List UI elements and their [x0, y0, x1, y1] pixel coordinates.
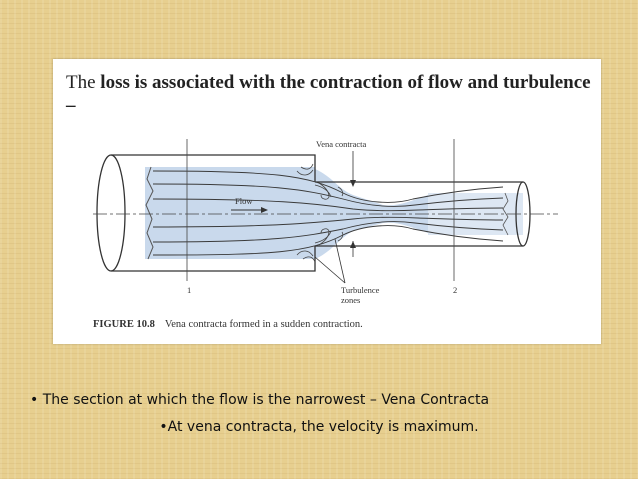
flow-arrow	[231, 207, 268, 213]
vena-contracta-diagram: Flow Vena contracta Turbulence zones 1 2	[93, 139, 558, 305]
caption-number: FIGURE 10.8	[93, 319, 155, 330]
small-pipe-fill	[428, 193, 523, 235]
caption-text: Vena contracta formed in a sudden contra…	[164, 319, 363, 330]
vena-contracta-arrow-top	[350, 180, 356, 187]
heading-bold: loss is associated with the contraction …	[100, 72, 591, 93]
bullet-vena-contracta: • The section at which the flow is the n…	[30, 392, 490, 408]
large-pipe-fill	[145, 167, 315, 259]
section-2-label: 2	[453, 285, 457, 295]
zones-label: zones	[341, 295, 360, 305]
fluid-torn-edge	[145, 166, 154, 260]
vena-contracta-label: Vena contracta	[316, 139, 366, 149]
flow-label: Flow	[235, 196, 253, 206]
fluid-torn-edge-right	[502, 192, 509, 236]
figure-caption: FIGURE 10.8 Vena contracta formed in a su…	[93, 319, 363, 330]
heading-lead: The	[66, 72, 101, 93]
turbulence-label: Turbulence	[341, 285, 380, 295]
turbulence-eddies	[296, 163, 344, 263]
turbulence-leaders	[314, 238, 346, 284]
large-pipe-outline	[96, 154, 523, 272]
bullet-max-velocity: •At vena contracta, the velocity is maxi…	[159, 419, 479, 435]
streamlines	[152, 170, 504, 256]
heading-dash: –	[66, 95, 76, 116]
slide-heading: The loss is associated with the contract…	[66, 71, 596, 117]
figure-panel: The loss is associated with the contract…	[53, 59, 601, 344]
section-1-label: 1	[187, 285, 191, 295]
